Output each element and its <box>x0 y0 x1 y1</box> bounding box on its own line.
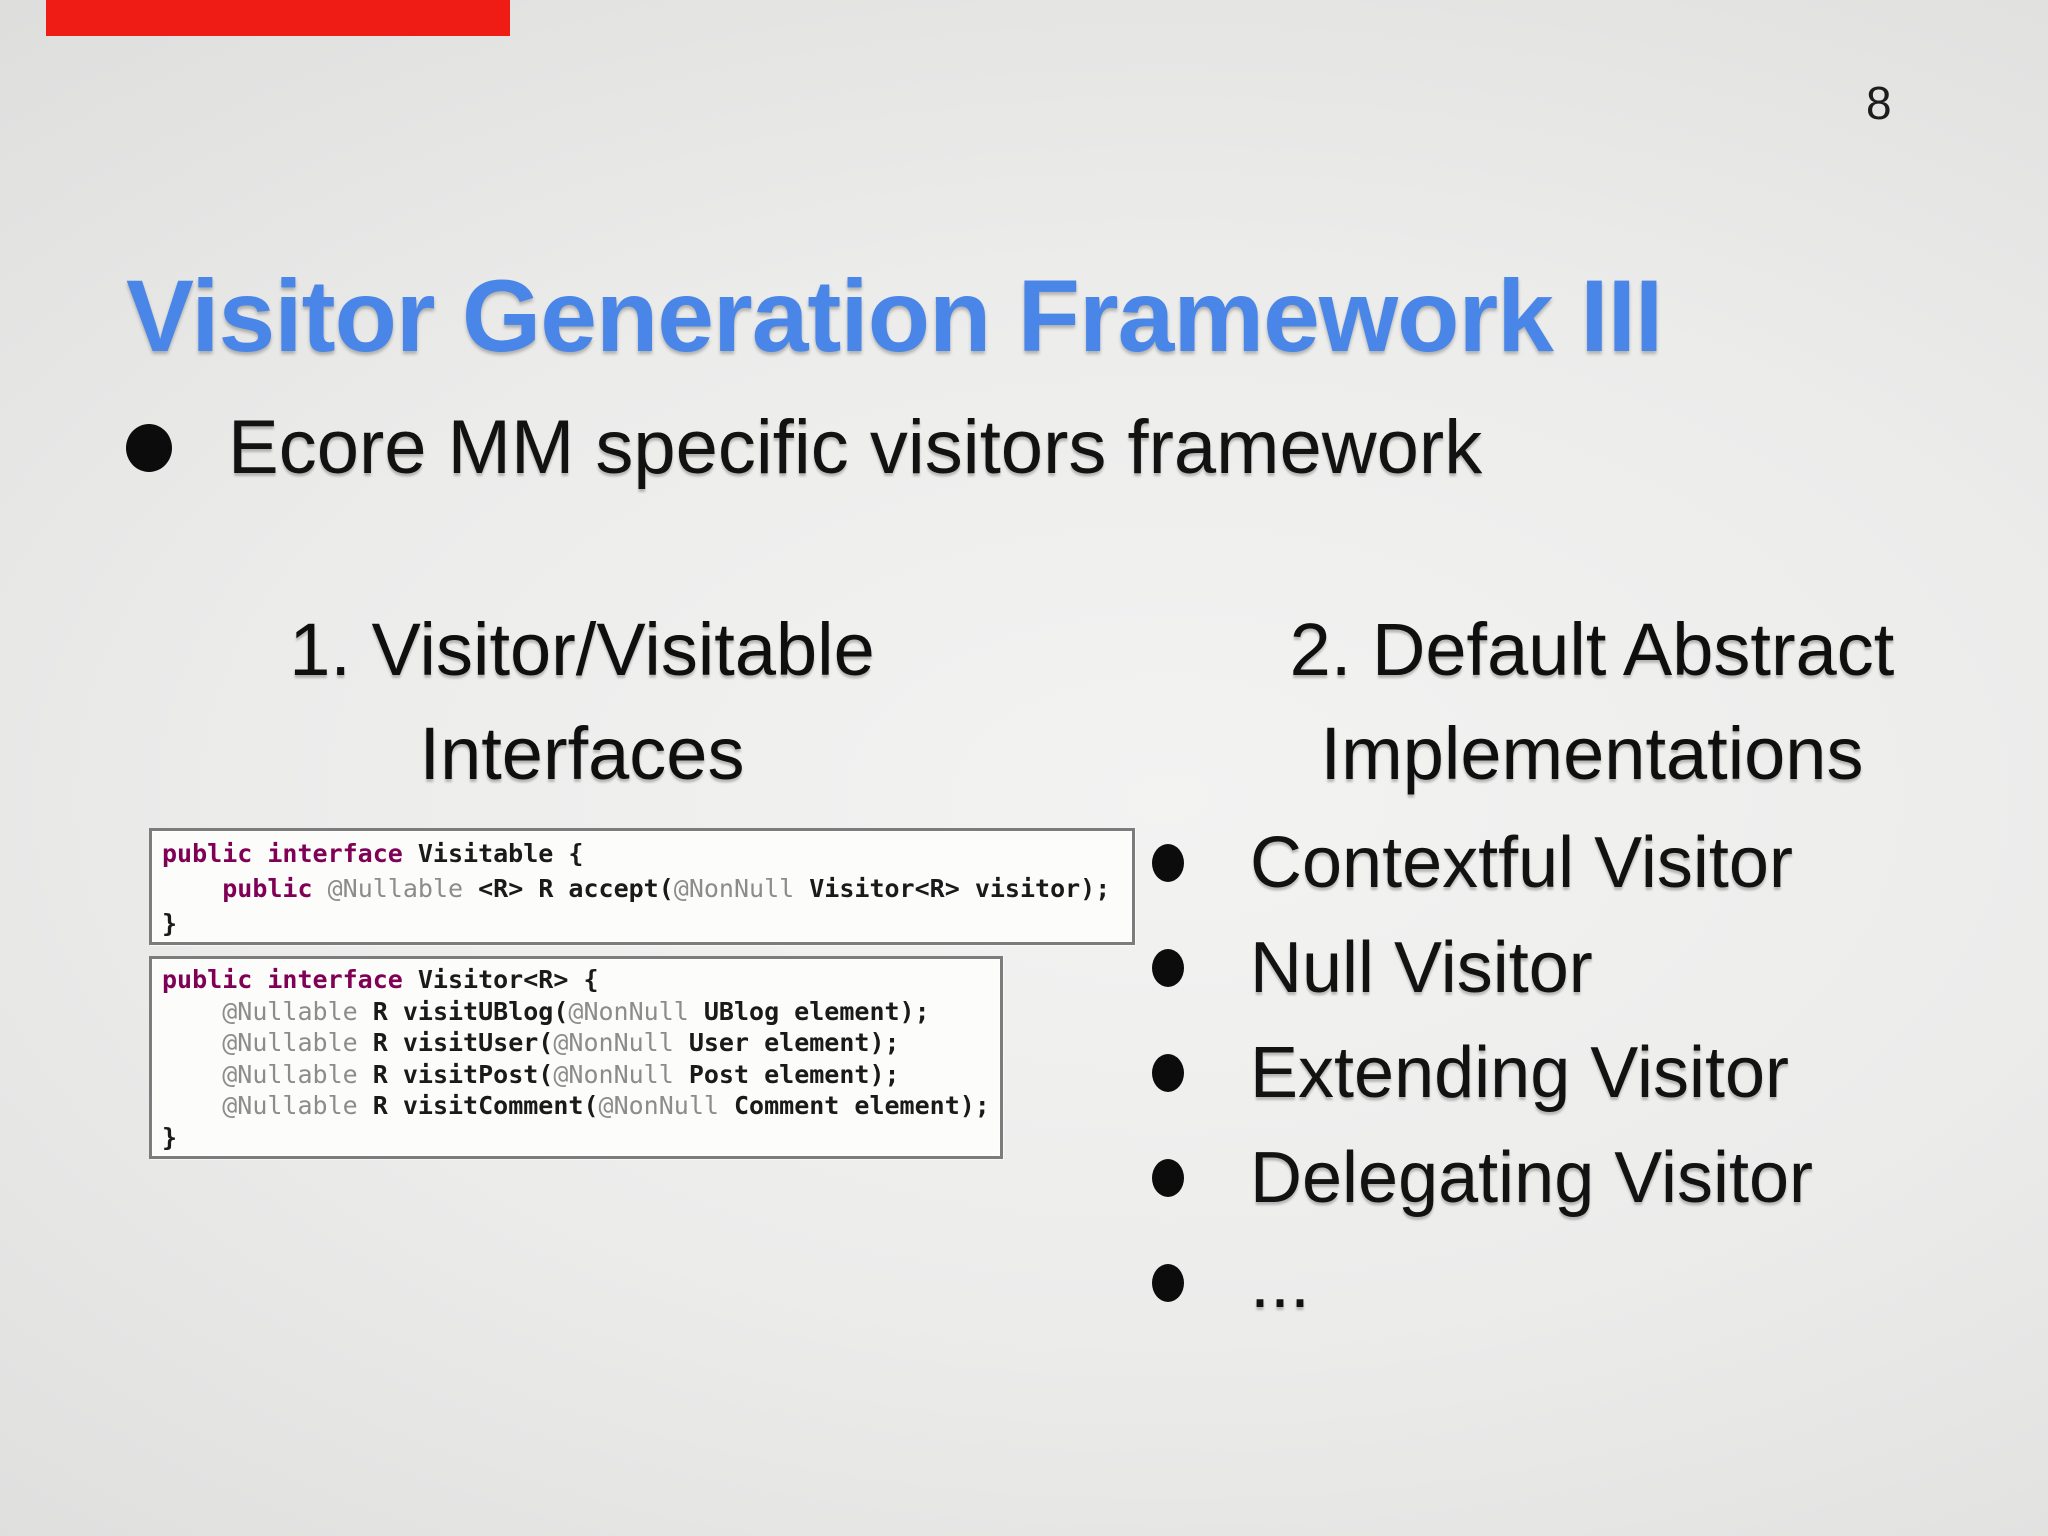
code-keyword: public interface <box>162 965 403 994</box>
code-text: UBlog element); <box>688 996 930 1026</box>
code-line: public @Nullable <R> R accept(@NonNull V… <box>162 871 1122 906</box>
left-column-heading: 1. Visitor/Visitable Interfaces <box>147 598 1017 806</box>
code-text: R visitUser( <box>357 1028 554 1057</box>
list-item: Contextful Visitor <box>1152 810 2032 915</box>
main-bullet-label: Ecore MM specific visitors framework <box>228 405 1483 490</box>
code-text: R visitPost( <box>357 1059 554 1089</box>
list-item: ... <box>1152 1230 2032 1335</box>
code-text <box>162 1060 222 1089</box>
bullet-icon <box>1152 948 1184 987</box>
list-item-label: Extending Visitor <box>1250 1032 1789 1113</box>
list-item: Extending Visitor <box>1152 1020 2032 1125</box>
visitable-interface-code-box: public interface Visitable { public @Nul… <box>149 828 1135 945</box>
code-line: } <box>162 1122 990 1154</box>
right-heading-line1: 2. Default Abstract <box>1289 608 1895 691</box>
code-line: @Nullable R visitPost(@NonNull Post elem… <box>162 1059 990 1091</box>
code-keyword: public interface <box>162 839 403 868</box>
code-line: } <box>162 906 1122 941</box>
code-annotation: @Nullable <box>222 996 358 1026</box>
code-text: Visitor<R> visitor); <box>794 874 1111 903</box>
code-line: @Nullable R visitComment(@NonNull Commen… <box>162 1090 990 1122</box>
left-heading-line2: Interfaces <box>419 712 745 795</box>
code-text <box>162 1028 222 1057</box>
code-text: Post element); <box>673 1059 900 1089</box>
code-line: public interface Visitable { <box>162 836 1122 871</box>
code-text: Visitor<R> { <box>402 965 599 994</box>
bullet-icon <box>1152 843 1184 882</box>
bullet-icon <box>126 423 172 472</box>
code-text: R visitComment( <box>357 1091 599 1120</box>
code-annotation: @NonNull <box>553 1059 674 1089</box>
code-line: @Nullable R visitUBlog(@NonNull UBlog el… <box>162 996 990 1028</box>
left-heading-line1: 1. Visitor/Visitable <box>289 608 875 691</box>
code-text: Visitable { <box>402 839 584 868</box>
code-annotation: @NonNull <box>598 1091 719 1120</box>
bullet-icon <box>1152 1158 1184 1197</box>
right-heading-line2: Implementations <box>1320 712 1864 795</box>
code-annotation: @Nullable <box>327 874 464 903</box>
code-annotation: @Nullable <box>222 1091 358 1120</box>
list-item-label: Delegating Visitor <box>1250 1137 1813 1218</box>
code-text <box>162 1091 222 1120</box>
code-text <box>162 874 222 903</box>
list-item-label: ... <box>1250 1242 1311 1323</box>
code-line: @Nullable R visitUser(@NonNull User elem… <box>162 1027 990 1059</box>
code-annotation: @Nullable <box>222 1028 358 1057</box>
code-text: User element); <box>673 1028 900 1057</box>
bullet-icon <box>1152 1263 1184 1302</box>
code-annotation: @NonNull <box>568 996 689 1026</box>
code-keyword: public <box>222 874 313 903</box>
page-number: 8 <box>1866 77 1892 129</box>
visitor-interface-code-box: public interface Visitor<R> { @Nullable … <box>149 956 1003 1159</box>
main-bullet-item: Ecore MM specific visitors framework <box>126 404 1482 491</box>
right-column-heading: 2. Default Abstract Implementations <box>1157 598 2027 806</box>
code-text: R visitUBlog( <box>357 996 569 1026</box>
code-annotation: @NonNull <box>553 1028 674 1057</box>
list-item: Null Visitor <box>1152 915 2032 1020</box>
code-annotation: @NonNull <box>673 874 795 903</box>
code-text <box>162 997 222 1026</box>
red-marker-bar <box>46 0 510 36</box>
code-line: public interface Visitor<R> { <box>162 964 990 996</box>
code-text: <R> R accept( <box>463 874 674 903</box>
slide-title: Visitor Generation Framework III <box>126 259 1663 374</box>
code-text: } <box>162 909 178 938</box>
list-item-label: Contextful Visitor <box>1250 822 1793 903</box>
code-text: Comment element); <box>718 1091 990 1120</box>
list-item: Delegating Visitor <box>1152 1125 2032 1230</box>
code-text <box>313 874 328 903</box>
code-annotation: @Nullable <box>222 1059 358 1089</box>
code-text: } <box>162 1122 178 1152</box>
bullet-icon <box>1152 1053 1184 1092</box>
list-item-label: Null Visitor <box>1250 927 1593 1008</box>
